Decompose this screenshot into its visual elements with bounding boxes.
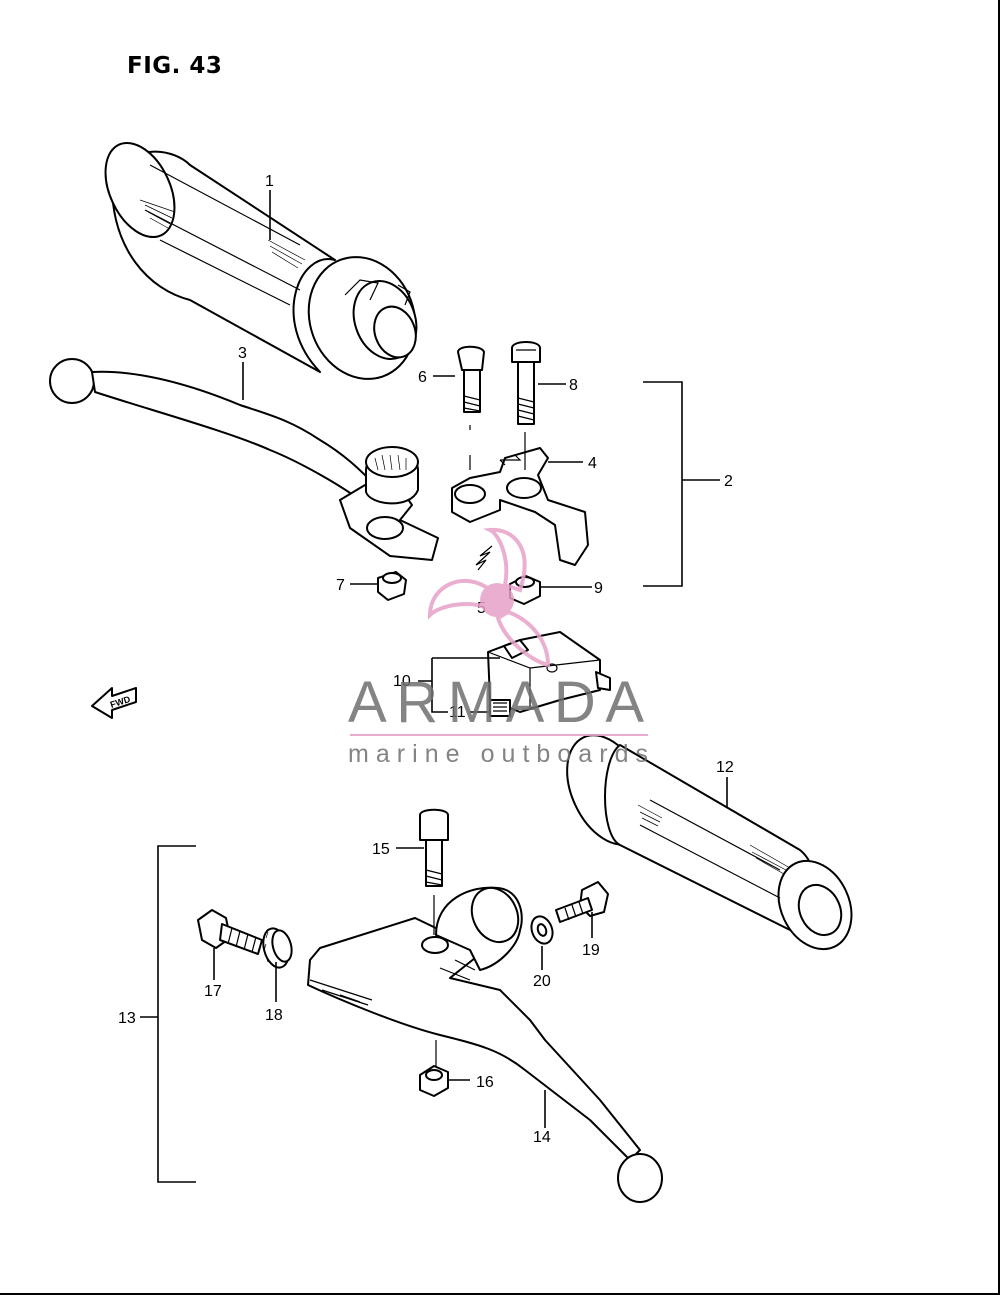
callout-2: 2	[724, 473, 733, 490]
callout-17: 17	[204, 983, 222, 1000]
callout-4: 4	[588, 455, 597, 472]
callout-12: 12	[716, 759, 734, 776]
watermark-tagline: marine outboards	[348, 740, 650, 768]
bolt-15	[419, 808, 449, 935]
callout-5: 5	[477, 600, 486, 617]
callout-15: 15	[372, 841, 390, 858]
callout-numbers: 1 2 3 4 5 6 7 8 9 10 11 12 13 14 15 16 1…	[118, 173, 734, 1146]
locknut-18	[262, 927, 293, 969]
lever-bracket	[451, 425, 589, 566]
figure-title: FIG. 43	[127, 53, 223, 79]
clutch-lever	[49, 358, 439, 561]
watermark-logo-icon	[427, 527, 551, 668]
callout-11: 11	[449, 704, 466, 721]
callout-3: 3	[238, 345, 247, 362]
watermark-brand: ARMADA	[348, 670, 648, 735]
screw-8	[511, 341, 541, 425]
callout-1: 1	[265, 173, 274, 190]
nut-7	[377, 571, 407, 601]
callout-14: 14	[533, 1129, 551, 1146]
callout-16: 16	[476, 1074, 494, 1091]
screw-11	[489, 699, 511, 717]
washer-20	[530, 915, 554, 945]
leader-lines	[140, 190, 728, 1183]
callout-18: 18	[265, 1007, 283, 1024]
nut-16	[419, 1040, 449, 1097]
callout-8: 8	[569, 377, 578, 394]
spring-5	[475, 545, 493, 571]
callout-9: 9	[594, 580, 603, 597]
grip-left	[104, 141, 418, 380]
callout-6: 6	[418, 369, 427, 386]
callout-10: 10	[393, 673, 411, 690]
brake-lever	[307, 886, 663, 1203]
screw-6	[457, 345, 485, 413]
callout-13: 13	[118, 1010, 136, 1027]
bolt-19	[555, 881, 609, 923]
grip-right	[566, 734, 853, 951]
callout-19: 19	[582, 942, 600, 959]
callout-7: 7	[336, 577, 345, 594]
adjuster-bolt-17	[197, 909, 263, 955]
callout-20: 20	[533, 973, 551, 990]
fwd-arrow-icon	[91, 687, 137, 719]
